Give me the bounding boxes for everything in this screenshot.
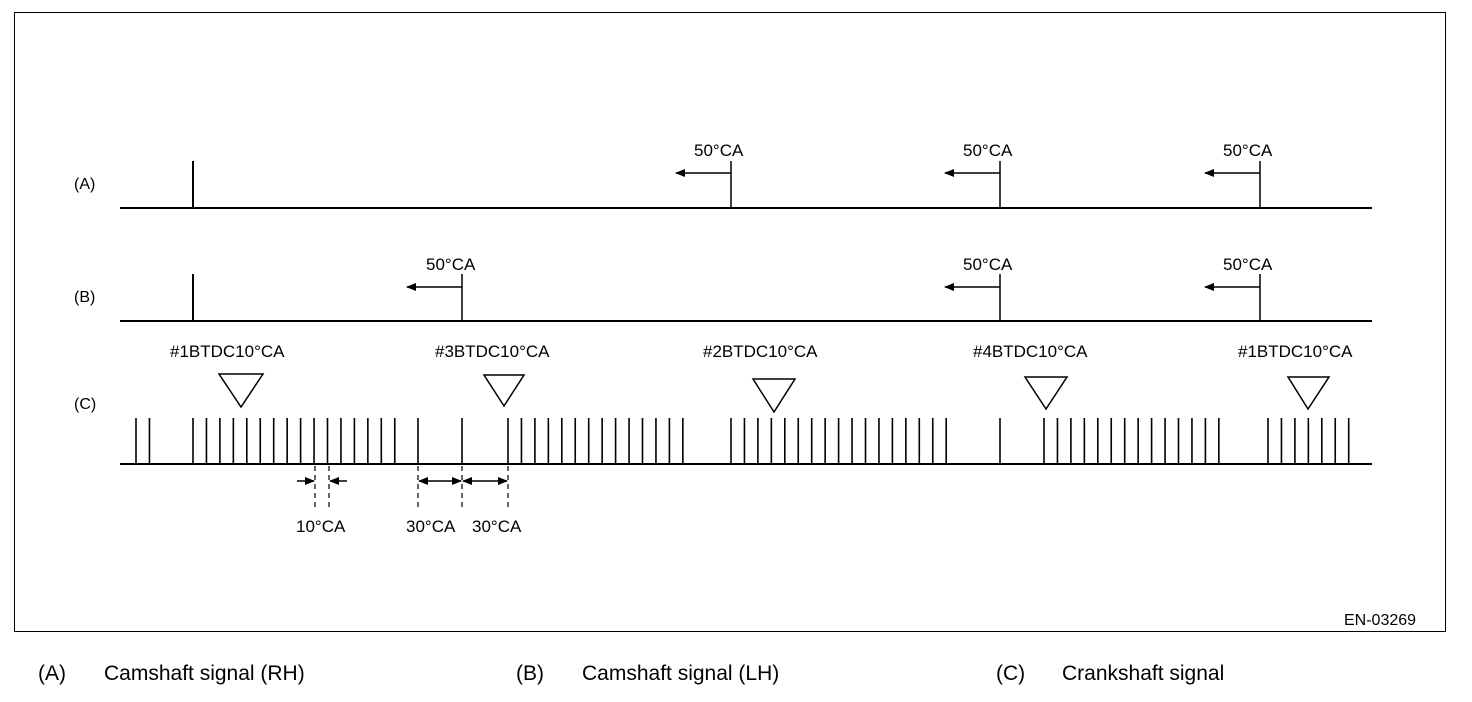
figure-code: EN-03269: [1344, 612, 1416, 629]
legend-item-b: (B) Camshaft signal (LH): [516, 662, 779, 686]
timing-diagram: (A) 50°CA 50°CA 50°CA (B) 50°CA 50°CA 50…: [74, 141, 1416, 629]
legend-item-c: (C) Crankshaft signal: [996, 662, 1224, 686]
legend-text: Camshaft signal (RH): [104, 662, 305, 685]
angle-label-b-2: 50°CA: [963, 255, 1013, 274]
dim-label-30ca-left: 30°CA: [406, 517, 456, 536]
tdc-label-2: #3BTDC10°CA: [435, 342, 550, 361]
dimension-30ca: 30°CA 30°CA: [406, 466, 522, 536]
row-label-b: (B): [74, 289, 95, 306]
tdc-label-1: #1BTDC10°CA: [170, 342, 285, 361]
tdc-marker-4: [1023, 376, 1069, 411]
angle-label-b-1: 50°CA: [426, 255, 476, 274]
dim-label-10ca: 10°CA: [296, 517, 346, 536]
dim-label-30ca-right: 30°CA: [472, 517, 522, 536]
angle-label-a-2: 50°CA: [963, 141, 1013, 160]
legend-key: (B): [516, 662, 544, 685]
legend-key: (A): [38, 662, 66, 685]
legend-text: Camshaft signal (LH): [582, 662, 780, 685]
legend-item-a: (A) Camshaft signal (RH): [38, 662, 305, 686]
diagram-frame: [14, 12, 1446, 632]
tdc-marker-3: [751, 378, 797, 414]
tdc-marker-5: [1286, 376, 1331, 411]
tdc-marker-2: [482, 374, 526, 408]
tdc-marker-1: [217, 373, 265, 409]
camshaft-rh-signal: (A) 50°CA 50°CA 50°CA: [74, 141, 1372, 209]
row-label-a: (A): [74, 176, 95, 193]
crank-teeth: [135, 418, 1350, 464]
legend-key: (C): [996, 662, 1026, 685]
tdc-label-3: #2BTDC10°CA: [703, 342, 818, 361]
legend: (A) Camshaft signal (RH) (B) Camshaft sign…: [0, 662, 1472, 692]
camshaft-lh-signal: (B) 50°CA 50°CA 50°CA: [74, 255, 1372, 322]
row-label-c: (C): [74, 396, 96, 413]
angle-label-a-3: 50°CA: [1223, 141, 1273, 160]
tdc-label-4: #4BTDC10°CA: [973, 342, 1088, 361]
dimension-10ca: 10°CA: [296, 466, 347, 536]
angle-label-a-1: 50°CA: [694, 141, 744, 160]
crankshaft-signal: (C) #1BTDC10°CA #3BTDC10°CA #2BTDC10°CA …: [74, 342, 1372, 536]
angle-label-b-3: 50°CA: [1223, 255, 1273, 274]
legend-text: Crankshaft signal: [1062, 662, 1225, 685]
tdc-label-5: #1BTDC10°CA: [1238, 342, 1353, 361]
